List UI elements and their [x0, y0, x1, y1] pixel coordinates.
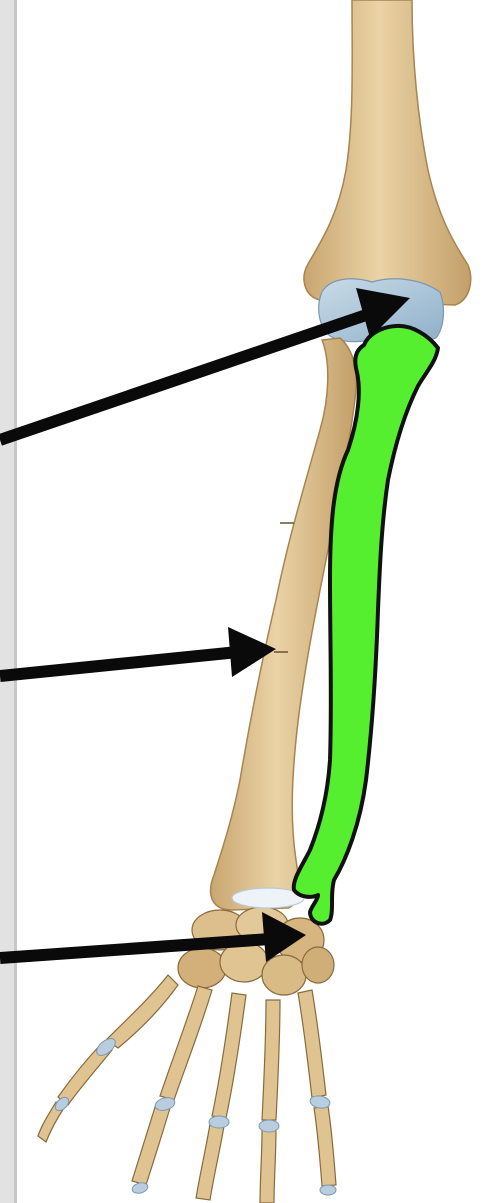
left-frame-edge	[0, 0, 14, 1203]
left-frame-line	[14, 0, 17, 1203]
